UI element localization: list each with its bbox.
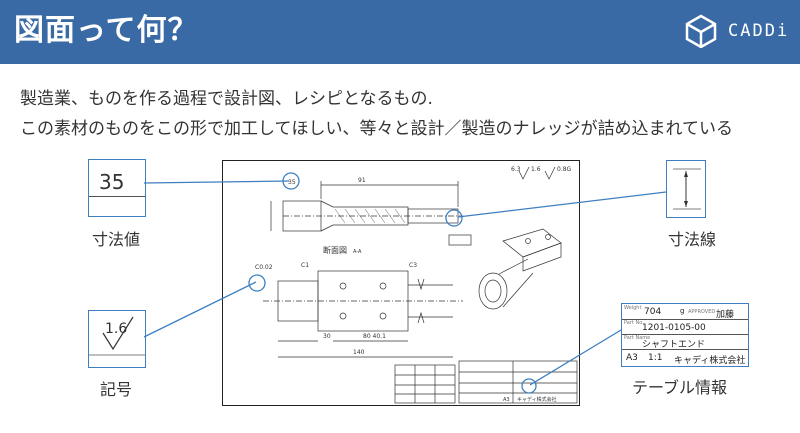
table-company: キャディ株式会社 <box>674 356 746 366</box>
dim-30-label: 30 <box>323 333 331 340</box>
callout-underline <box>89 196 145 197</box>
callout-symbol: 1.6 <box>88 310 146 368</box>
table-size-label: A3 <box>503 397 510 403</box>
cube-logo-icon <box>685 14 717 48</box>
chamfer-c1-label: C1 <box>301 262 309 269</box>
table-row-divider <box>622 349 748 350</box>
finish-63-label: 6.3 <box>511 166 521 173</box>
table-g-unit: g <box>680 307 685 315</box>
table-scale: 1:1 <box>648 353 663 363</box>
finish-08g-label: 0.8G <box>557 166 572 173</box>
logo-text: CADDi <box>728 21 790 41</box>
table-row-divider <box>622 319 748 320</box>
header-bar: 図面って何？ CADDi <box>0 0 800 64</box>
symbol-value: 1.6 <box>105 321 128 337</box>
technical-drawing: 35 91 140 30 80 40.1 6.3 1.6 0.8G C1 C3 … <box>222 160 580 406</box>
finish-16-label: 1.6 <box>531 166 541 173</box>
caption-dimension-value: 寸法値 <box>92 230 141 249</box>
callout-dimension-value-number: 35 <box>99 170 125 194</box>
caption-symbol: 記号 <box>100 380 133 399</box>
table-partname-hint: Part Name <box>624 335 651 341</box>
callout-dimension-value: 35 <box>88 159 146 217</box>
dim-b70-label: 80 40.1 <box>363 333 386 340</box>
table-row-divider <box>622 334 748 335</box>
section-suffix-label: A-A <box>353 249 362 255</box>
table-size: A3 <box>626 353 638 363</box>
section-label: 断面図 <box>323 245 347 255</box>
table-approved-label: APPROVED <box>688 309 716 315</box>
table-company-label: キャディ株式会社 <box>517 396 557 403</box>
caption-table-info: テーブル情報 <box>632 378 728 397</box>
surface-finish-icon <box>89 316 145 356</box>
table-part-no: 1201-0105-00 <box>642 323 706 333</box>
callout-table-info: Weight 704 g APPROVED 加藤 Part No. 1201-0… <box>621 303 749 367</box>
drawing-svg: 35 91 140 30 80 40.1 6.3 1.6 0.8G C1 C3 … <box>255 166 578 404</box>
caption-dimension-line: 寸法線 <box>668 230 717 249</box>
table-partno-hint: Part No. <box>624 320 644 326</box>
page-title: 図面って何？ <box>14 13 199 48</box>
dim-35-label: 35 <box>288 179 296 186</box>
dim-91-label: 91 <box>358 177 366 184</box>
caddi-logo: CADDi <box>684 14 794 48</box>
table-part-name: シャフトエンド <box>642 340 706 350</box>
description-line-1: 製造業、ものを作る過程で設計図、レシピとなるもの. <box>20 89 433 109</box>
table-weight-value: 704 <box>644 307 662 317</box>
table-approved-value: 加藤 <box>716 310 735 320</box>
description-line-2: この素材のものをこの形で加工してほしい、等々と設計／製造のナレッジが詰め込まれて… <box>20 119 733 139</box>
chamfer-c0-label: C0.02 <box>255 264 273 271</box>
callout-dimension-line <box>666 160 706 218</box>
dimension-line-icon <box>673 168 701 210</box>
dim-140-label: 140 <box>353 349 365 356</box>
chamfer-c3-label: C3 <box>409 262 417 269</box>
table-weight-hint: Weight <box>624 305 642 311</box>
